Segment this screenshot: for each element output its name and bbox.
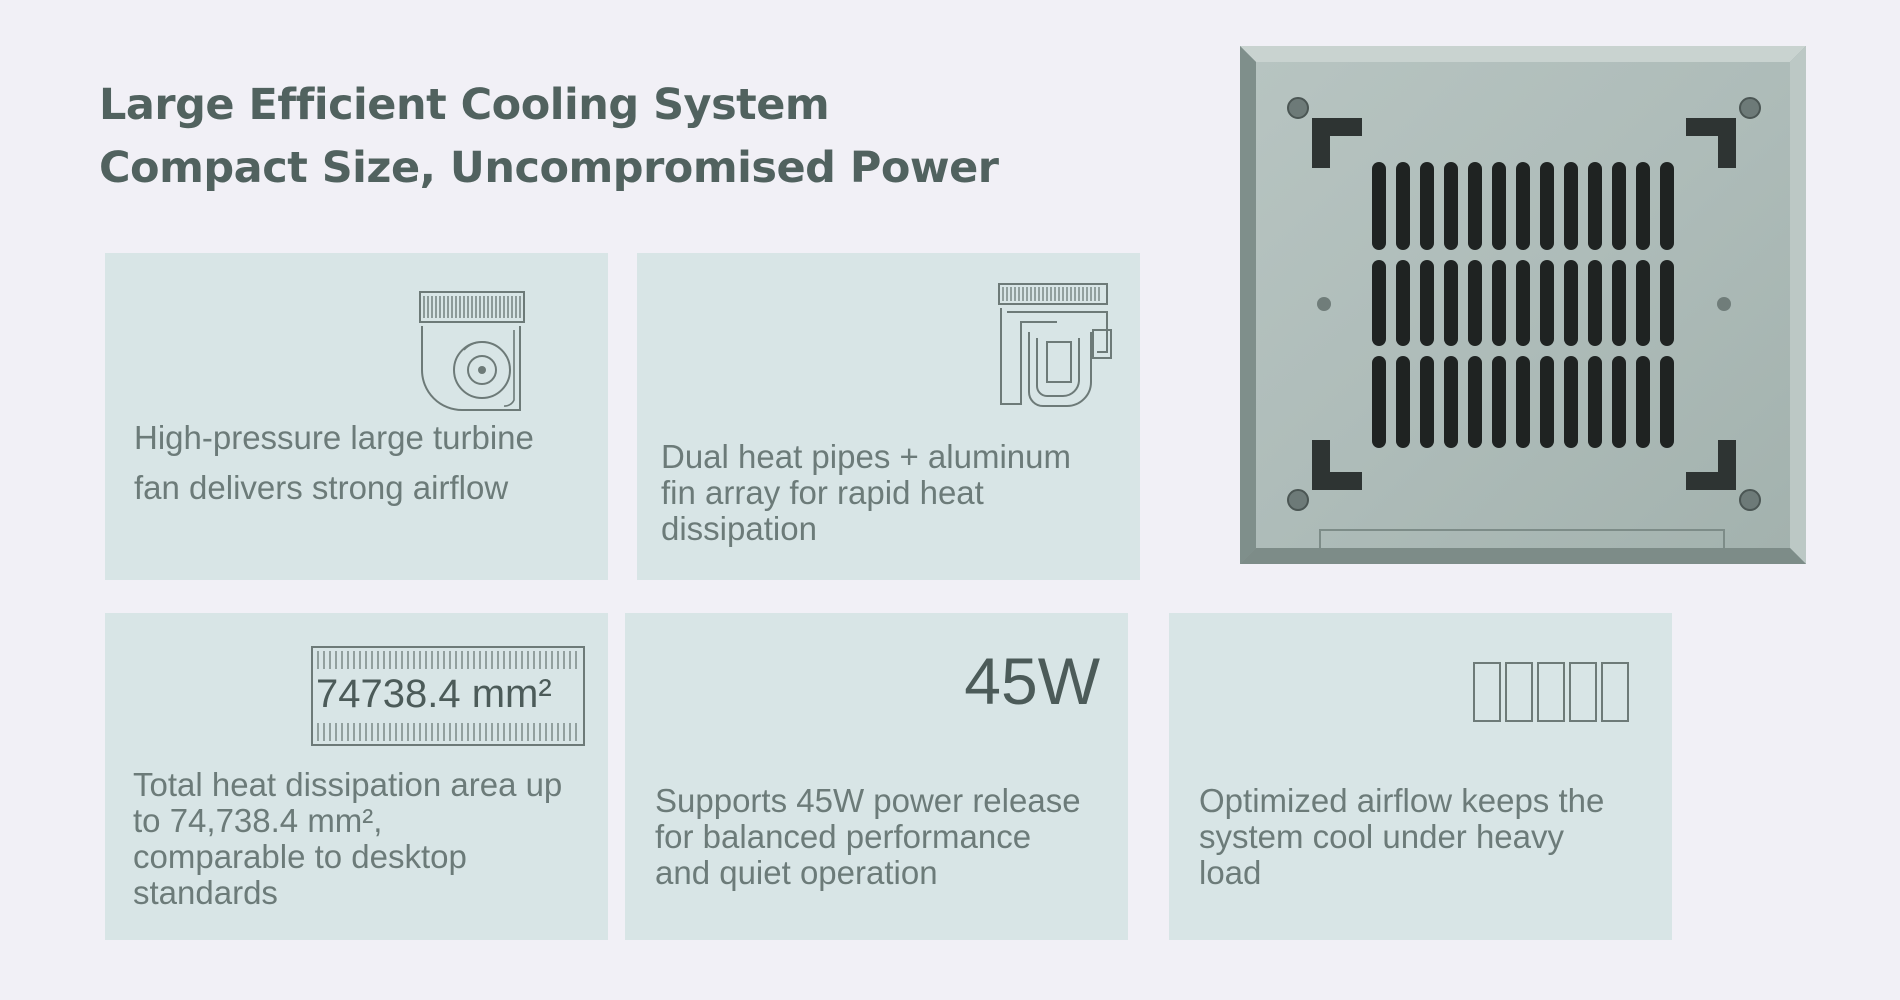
feature-card-heat-pipes: Dual heat pipes + aluminum fin array for… xyxy=(637,253,1140,580)
card-text: High-pressure large turbine fan delivers… xyxy=(134,419,534,506)
heading-line-2: Compact Size, Uncompromised Power xyxy=(99,143,999,193)
placeholder-glyphs-icon xyxy=(1473,662,1629,722)
device-bottom-vent-icon xyxy=(1240,46,1806,564)
page-heading: Large Efficient Cooling System Compact S… xyxy=(99,74,999,200)
feature-card-turbine-fan: High-pressure large turbine fan delivers… xyxy=(105,253,608,580)
card-text: Optimized airflow keeps the system cool … xyxy=(1199,782,1605,891)
heading-line-1: Large Efficient Cooling System xyxy=(99,80,830,130)
dissipation-area-figure: 74738.4 mm² xyxy=(315,672,553,716)
card-text: Total heat dissipation area up to 74,738… xyxy=(133,766,563,911)
power-figure: 45W xyxy=(964,644,1100,718)
card-text: Dual heat pipes + aluminum fin array for… xyxy=(661,438,1071,547)
card-text: Supports 45W power release for balanced … xyxy=(655,782,1081,891)
feature-card-power: 45W Supports 45W power release for balan… xyxy=(625,613,1128,940)
heat-pipe-icon xyxy=(998,283,1112,407)
feature-card-airflow: Optimized airflow keeps the system cool … xyxy=(1169,613,1672,940)
feature-card-dissipation-area: 74738.4 mm² Total heat dissipation area … xyxy=(105,613,608,940)
fin-area-icon xyxy=(311,646,585,746)
turbine-fan-icon xyxy=(419,291,525,411)
